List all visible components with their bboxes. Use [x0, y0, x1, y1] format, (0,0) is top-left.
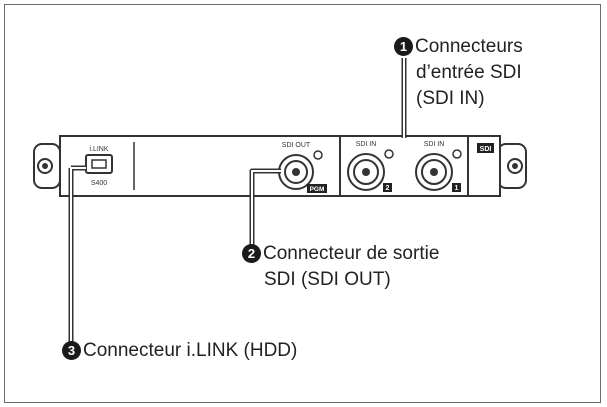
- leader-lines-outline: [68, 58, 407, 349]
- ilink-connector: i.LINK S400: [85, 146, 113, 187]
- callout-sdi-out-line2: SDI (SDI OUT): [264, 269, 391, 290]
- right-mounting-bracket: [497, 143, 527, 189]
- callout-number-2: 2: [242, 244, 261, 263]
- leader-lines-inner: [70, 58, 405, 349]
- callout-sdi-in-line2: d’entrée SDI: [416, 62, 522, 83]
- s400-label: S400: [91, 180, 107, 187]
- ilink-label: i.LINK: [89, 146, 108, 153]
- sdi-in-1-label: SDI IN: [424, 141, 445, 148]
- callout-sdi-in-line1: Connecteurs: [415, 36, 523, 57]
- sdi-in-2-label: SDI IN: [356, 141, 377, 148]
- svg-text:SDI: SDI: [480, 146, 492, 153]
- sdi-out-label: SDI OUT: [282, 142, 311, 149]
- sdi-in-2-number: 2: [386, 185, 390, 192]
- pgm-label: PGM: [310, 186, 325, 193]
- left-mounting-bracket: [33, 143, 61, 189]
- sdi-out-connector: SDI OUT PGM: [278, 142, 327, 193]
- callout-ilink-line1: Connecteur i.LINK (HDD): [83, 340, 298, 361]
- callout-number-3: 3: [62, 341, 81, 360]
- callout-sdi-in-line3: (SDI IN): [416, 88, 485, 109]
- callout-number-1: 1: [394, 37, 413, 56]
- callout-sdi-out-line1: Connecteur de sortie: [263, 243, 440, 264]
- sdi-in-2-connector: SDI IN 2: [347, 141, 394, 192]
- figure-frame: [4, 4, 601, 403]
- sdi-in-1-number: 1: [455, 185, 459, 192]
- sdi-badge: SDI: [477, 143, 494, 153]
- sdi-in-1-connector: SDI IN 1: [415, 141, 462, 192]
